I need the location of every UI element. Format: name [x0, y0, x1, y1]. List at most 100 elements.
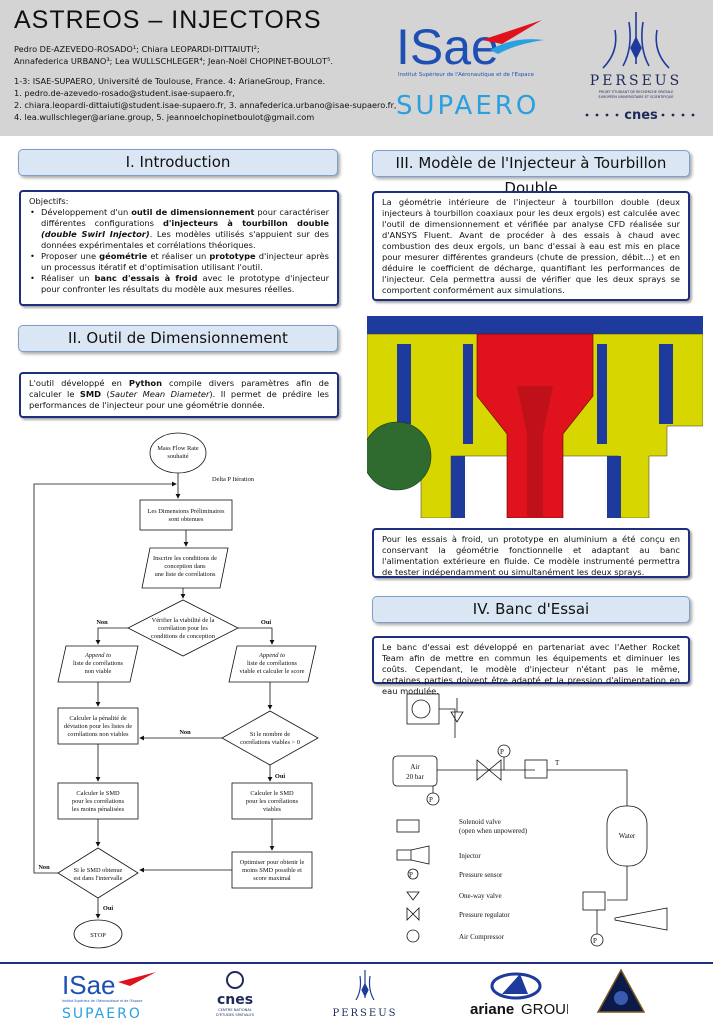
fc-append-l-line: non viable [85, 668, 112, 675]
dims-node [139, 499, 233, 531]
append-nonviable-node [57, 645, 139, 683]
objective-item: Développement d'un outil de dimensionnem… [29, 207, 329, 251]
fc-nombre-line: Si le nombre de [250, 731, 290, 738]
cad-blue-wall-right [597, 344, 607, 444]
pressure-sensor-icon [590, 933, 604, 947]
fc-intervalle-line: Si le SMD obtenue [74, 867, 123, 874]
cad-blue-wall-left [463, 344, 473, 444]
banc-box: Le banc d'essai est développé en partena… [372, 636, 690, 696]
fc-oui-label: Oui [261, 619, 272, 626]
sizing-flowchart: Mass Flow Rate souhaité Delta P Itératio… [33, 432, 319, 949]
footer-perseus-wordmark: PERSEUS [333, 1008, 398, 1019]
objective-item: Réaliser un banc d'essais à froid avec l… [29, 273, 329, 295]
fc-penalite-line: corrélations non viables [67, 731, 129, 738]
legend-regulator-icon [406, 907, 420, 921]
cad-top-plate [367, 316, 703, 334]
fc-verifier-line: Vérifier la viabilité de la [152, 617, 215, 624]
footer-isae-logo: ISae Institut Supérieur de l'Aéronautiqu… [62, 970, 156, 1020]
objective-item: Proposer une géométrie et réaliser un pr… [29, 251, 329, 273]
fc-smd-l-line: les moins pénalisées [72, 806, 125, 813]
footer-supaero-wordmark: SUPAERO [62, 1006, 142, 1020]
water-label: Water [619, 832, 636, 840]
legend-injector-icon [396, 849, 412, 861]
footer-mission-patch-logo [596, 968, 646, 1013]
legend-pressure-sensor-icon [407, 868, 419, 880]
fc-append-l-line: liste de corrélations [73, 660, 124, 667]
fc-non-label: Non [96, 619, 108, 626]
section-title-outil: II. Outil de Dimensionnement [18, 325, 338, 352]
cad-blue-leg-right [607, 456, 621, 518]
fc-penalite-line: déviation pour les listes de [64, 723, 132, 730]
footer-patch-planet-icon [614, 991, 628, 1005]
fc-non-label: Non [179, 729, 191, 736]
legend-pressure-sensor-label: Pressure sensor [459, 871, 503, 879]
fc-smd-r-line: pour les corrélations [246, 798, 299, 805]
introduction-box: Objectifs: Développement d'un outil de d… [19, 190, 339, 306]
compressor-fan-icon [411, 699, 431, 719]
footer-isae-subtitle: Institut Supérieur de l'Aéronautique et … [62, 999, 142, 1003]
footer-arianegroup-logo: ariane GROUP [470, 972, 568, 1018]
nombre-decision [221, 710, 319, 766]
fc-oui-label: Oui [103, 905, 114, 912]
legend-regulator-label: Pressure regulator [459, 911, 510, 919]
authors-line-2: Annafederica URBANO³; Lea WULLSCHLEGER⁴;… [14, 56, 334, 66]
objectives-label: Objectifs: [29, 196, 69, 206]
air-label: Air [410, 763, 420, 771]
poster-header: ASTREOS – INJECTORS Pedro DE-AZEVEDO-ROS… [0, 0, 713, 136]
fc-penalite-line: Calculer la pénalité de [69, 715, 126, 722]
fc-stop-label: STOP [90, 932, 106, 939]
footer-cnes-wordmark: cnes [217, 992, 253, 1008]
footer-perseus-emblem-icon [355, 970, 375, 1001]
supaero-wordmark: SUPAERO [396, 91, 539, 120]
isae-red-wing-icon [482, 20, 542, 44]
modele-box: La géométrie intérieure de l'injecteur à… [372, 191, 690, 301]
injector-icon [614, 907, 668, 931]
penalite-node [57, 707, 139, 745]
legend-solenoid-sub: (open when unpowered) [459, 827, 528, 835]
section-title-introduction: I. Introduction [18, 149, 338, 176]
footer-isae-wing-icon [118, 972, 156, 986]
footer-ariane-wordmark: ariane [470, 1001, 514, 1018]
email-line-3: 4. lea.wullschleger@ariane.group, 5. jea… [14, 112, 315, 122]
fc-optimiser-line: Optimiser pour obtenir le [240, 859, 305, 866]
smd-penalisees-node [57, 782, 139, 820]
footer-cnes-logo: cnes CENTRE NATIONAL D'ÉTUDES SPATIALES [216, 971, 255, 1017]
section-title-modele: III. Modèle de l'Injecteur à Tourbillon … [372, 150, 690, 197]
fc-smd-l-line: pour les corrélations [72, 798, 125, 805]
isae-blue-wing-icon [490, 39, 544, 54]
prototype-box: Pour les essais à froid, un prototype en… [372, 528, 690, 578]
p-label: P [593, 937, 597, 945]
fc-append-r-line: viable et calculer le score [240, 668, 305, 675]
footer-cnes-subtitle-2: D'ÉTUDES SPATIALES [216, 1012, 255, 1017]
legend-oneway-icon [406, 891, 420, 901]
inscrire-node [141, 547, 229, 589]
authors-line-1: Pedro DE-AZEVEDO-ROSADO¹; Chiara LEOPARD… [14, 44, 260, 54]
legend-oneway-label: One-way valve [459, 892, 502, 900]
isae-wordmark: ISae [396, 19, 499, 75]
poster-title: ASTREOS – INJECTORS [14, 6, 322, 34]
fc-smd-r-line: viables [263, 806, 282, 813]
objectives-list: Développement d'un outil de dimensionnem… [29, 207, 329, 295]
append-viable-node [228, 645, 317, 683]
fc-smd-r-line: Calculer le SMD [250, 790, 294, 797]
email-line-2: 2. chiara.leopardi-dittaiuti@student.isa… [14, 100, 397, 110]
perseus-subtitle-1: PROJET ÉTUDIANT DE RECHERCHE SPATIALE [599, 89, 674, 94]
footer-ariane-orbit-icon [490, 972, 542, 1000]
test-bench-schematic: Air 20 bar Water T P P P P Solenoid valv… [392, 693, 668, 947]
t-label: T [555, 759, 560, 767]
fc-optimiser-line: score maximal [253, 875, 291, 882]
legend-injector-label: Injector [459, 852, 481, 860]
footer-cnes-subtitle-1: CENTRE NATIONAL [218, 1008, 252, 1012]
oneway-valve-icon [450, 698, 464, 723]
footer-perseus-logo: PERSEUS [333, 970, 398, 1019]
fc-nombre-line: corrélations viables > 0 [240, 739, 300, 746]
section-title-banc: IV. Banc d'Essai [372, 596, 690, 623]
pressure-regulator-icon [476, 759, 502, 781]
perseus-logo: PERSEUS PROJET ÉTUDIANT DE RECHERCHE SPA… [585, 12, 695, 123]
fc-append-r-line: Append to [258, 652, 285, 659]
footer-cnes-emblem-icon [226, 971, 244, 989]
smd-viables-node [231, 782, 313, 820]
fc-optimiser-line: moins SMD possible et [242, 867, 302, 874]
fc-inscrire-line: conception dans [164, 563, 206, 570]
fc-verifier-line: corrélation pour les [158, 625, 208, 632]
